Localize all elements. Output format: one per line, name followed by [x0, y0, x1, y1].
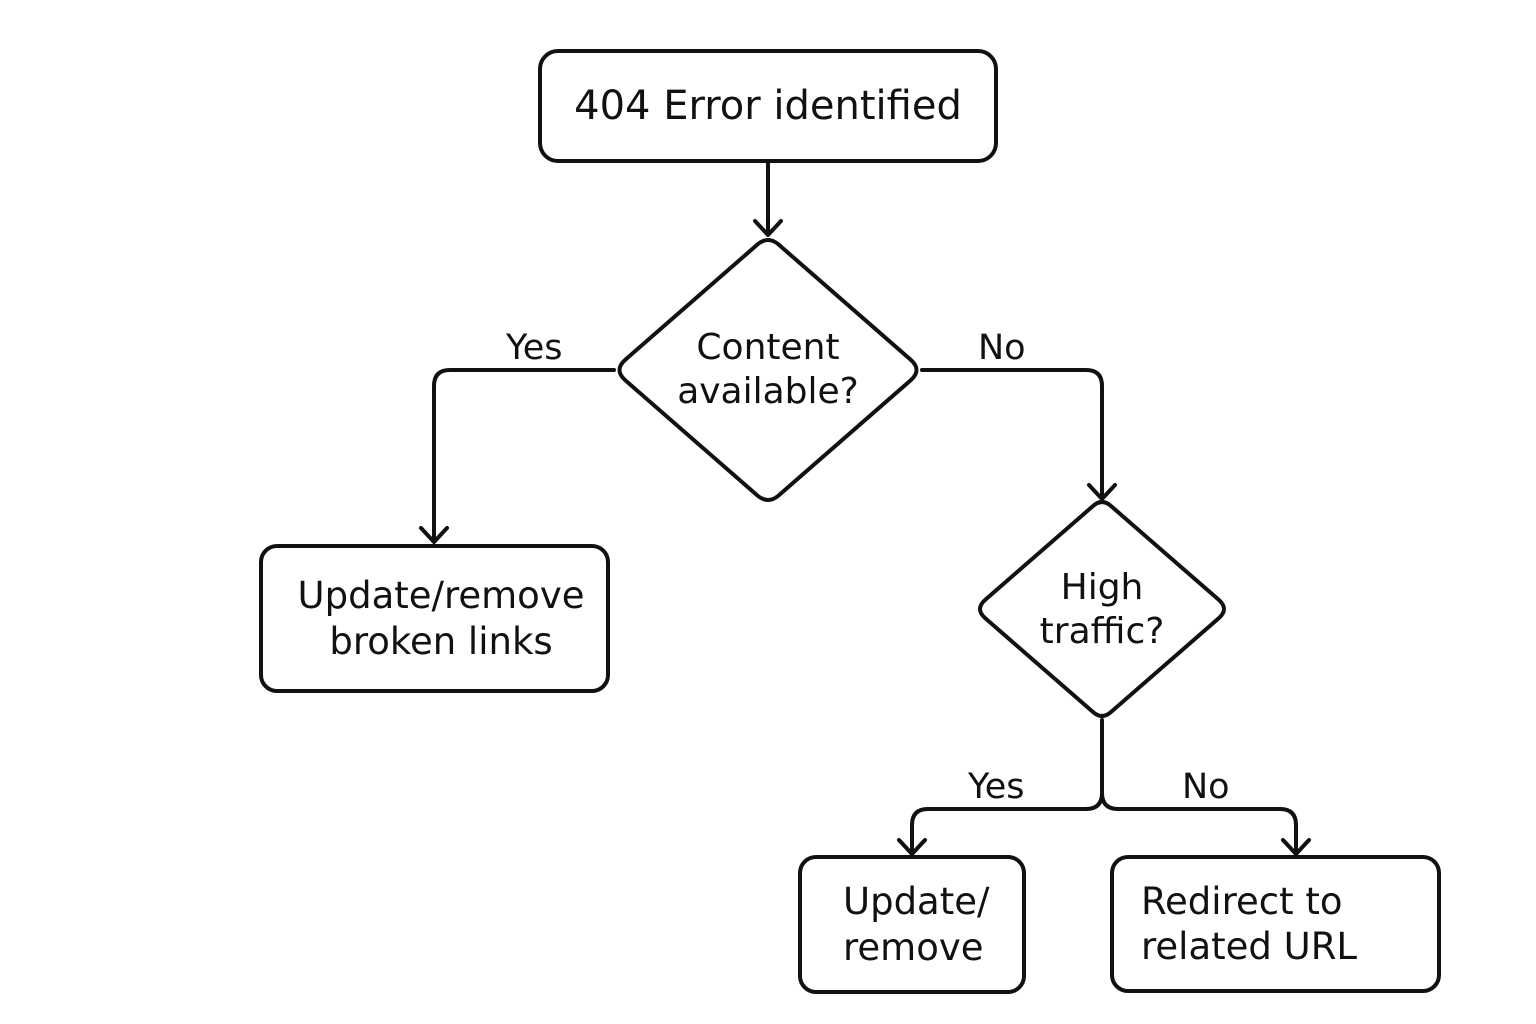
update-links-line1: Update/remove: [297, 574, 585, 618]
arrowhead-redirect: [1281, 838, 1311, 856]
edge-label-content-yes: Yes: [506, 328, 563, 368]
update-links-node: Update/remove broken links: [281, 546, 601, 691]
arrowhead-update-remove: [897, 838, 927, 856]
content-decision: Content available?: [640, 310, 896, 430]
traffic-decision-line1: High: [1060, 567, 1144, 609]
connector-traffic-yes: [910, 791, 1104, 854]
edge-label-content-no: No: [978, 328, 1026, 368]
redirect-line2: related URL: [1141, 925, 1358, 968]
update-remove-line2: remove: [843, 925, 984, 969]
redirect-line1: Redirect to: [1141, 879, 1343, 923]
traffic-decision-line2: traffic?: [1039, 611, 1165, 652]
connector-content-yes: [432, 368, 616, 542]
start-node-box: [538, 49, 998, 163]
update-links-box: [259, 544, 610, 693]
start-node: 404 Error identified: [540, 51, 996, 161]
update-remove-box: [798, 855, 1026, 994]
arrowhead-update-links: [419, 526, 449, 544]
redirect-node: Redirect to related URL: [1141, 857, 1433, 991]
arrowhead-content-decision: [753, 219, 783, 237]
content-decision-line2: available?: [677, 371, 859, 412]
update-remove-node: Update/ remove: [843, 857, 1019, 992]
arrowhead-traffic-decision: [1087, 483, 1117, 501]
content-decision-line1: Content: [696, 327, 840, 369]
start-node-label: 404 Error identified: [574, 82, 962, 129]
connector-content-no: [920, 368, 1104, 498]
edge-label-traffic-yes: Yes: [968, 767, 1025, 807]
redirect-box: [1110, 855, 1441, 993]
content-decision-diamond: [617, 238, 919, 502]
traffic-decision: High traffic?: [1002, 550, 1202, 670]
update-links-line2: broken links: [329, 619, 553, 663]
traffic-decision-diamond: [978, 500, 1226, 718]
connector-traffic-no: [1100, 791, 1298, 854]
update-remove-line1: Update/: [843, 880, 990, 924]
edge-label-traffic-no: No: [1182, 767, 1230, 807]
